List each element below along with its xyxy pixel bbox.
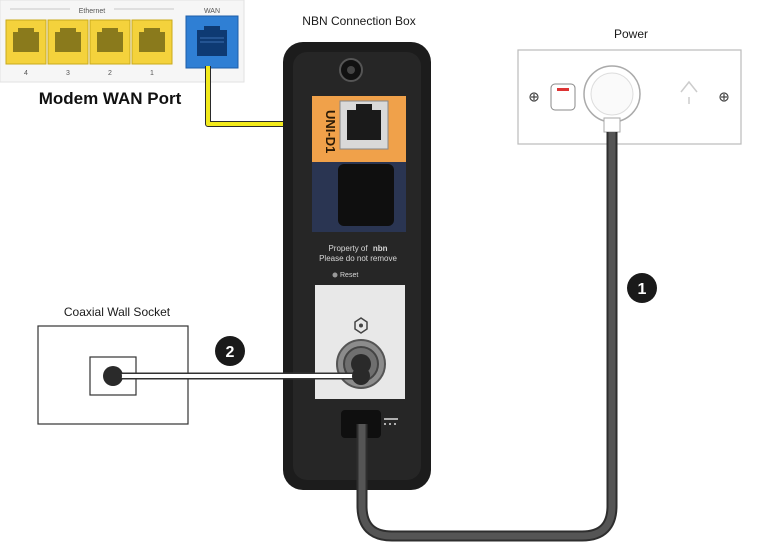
ethernet-port-3 (47, 19, 89, 65)
ethernet-port-1 (131, 19, 173, 65)
reset-label: Reset (340, 272, 358, 279)
uni-d1-label: UNI-D1 (323, 110, 338, 153)
modem-wan-port-caption: Modem WAN Port (39, 89, 182, 108)
cable-holder (338, 164, 394, 226)
wan-label: WAN (204, 8, 220, 15)
connection-box-title: NBN Connection Box (302, 14, 415, 28)
step-1-badge: 1 (627, 273, 657, 303)
wan-port (185, 15, 239, 69)
power-outlet (517, 49, 742, 145)
step-1-number: 1 (638, 281, 647, 298)
ethernet-label: Ethernet (79, 8, 106, 15)
property-line2: Please do not remove (319, 254, 397, 263)
power-title: Power (614, 27, 648, 41)
uni-d1-port (339, 100, 389, 150)
nbn-connection-box: UNI-D1 Property of nbn Please do not rem… (283, 42, 431, 490)
step-2-number: 2 (226, 344, 235, 361)
property-line1: Property of (328, 244, 368, 253)
port-number-3: 3 (66, 70, 70, 77)
step-2-badge: 2 (215, 336, 245, 366)
port-number-4: 4 (24, 70, 28, 77)
port-number-1: 1 (150, 70, 154, 77)
property-brand: nbn (373, 244, 388, 253)
modem-inset: Ethernet WAN 4 3 2 1 (0, 0, 245, 83)
coax-socket-title: Coaxial Wall Socket (64, 305, 171, 319)
port-number-2: 2 (108, 70, 112, 77)
ethernet-port-4 (5, 19, 47, 65)
svg-text:Property of nbn: Property of nbn (328, 244, 387, 253)
coax-symbol-icon (354, 317, 368, 334)
power-cable (358, 132, 616, 540)
ethernet-port-2 (89, 19, 131, 65)
reset-button (332, 272, 338, 278)
